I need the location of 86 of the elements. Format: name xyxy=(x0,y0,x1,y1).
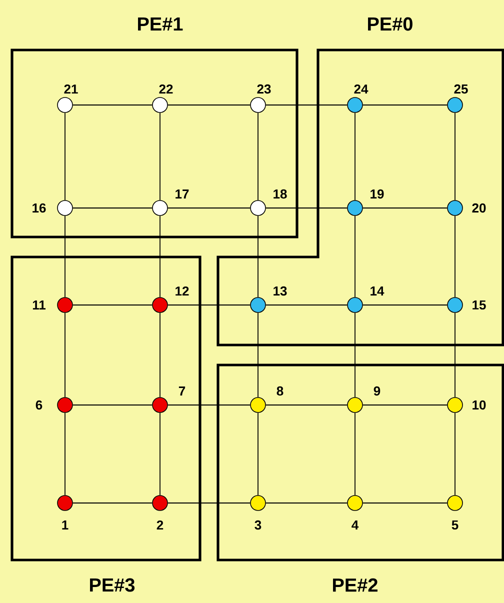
node-number: 13 xyxy=(274,286,287,296)
grid-circle xyxy=(57,200,73,216)
grid-circle xyxy=(447,200,463,216)
grid-line xyxy=(454,412,456,496)
grid-line xyxy=(64,312,66,398)
node-number: 18 xyxy=(274,189,287,199)
node-number: 4 xyxy=(352,520,359,530)
grid-line xyxy=(362,404,448,406)
node-number: 14 xyxy=(370,286,384,296)
grid-line xyxy=(265,104,348,106)
grid-line xyxy=(64,215,66,298)
grid-circle xyxy=(347,397,363,413)
grid-circle xyxy=(57,397,73,413)
grid-circle xyxy=(152,200,168,216)
grid-circle xyxy=(447,495,463,511)
grid-line xyxy=(64,112,66,201)
grid-circle xyxy=(250,97,266,113)
node-number: 20 xyxy=(472,203,486,213)
grid-line xyxy=(265,502,348,504)
grid-line xyxy=(354,215,356,298)
grid-line xyxy=(72,502,153,504)
grid-line xyxy=(265,304,348,306)
grid-circle xyxy=(152,97,168,113)
node-number: 22 xyxy=(159,84,173,94)
region-outline xyxy=(10,48,298,238)
node-number: 16 xyxy=(32,203,46,213)
grid-circle xyxy=(447,397,463,413)
region-outline xyxy=(10,256,202,562)
grid-line xyxy=(454,112,456,201)
region-label: PE#0 xyxy=(368,17,412,31)
grid-circle xyxy=(57,97,73,113)
node-number: 17 xyxy=(176,190,189,198)
node-number: 5 xyxy=(452,520,458,530)
region-label: PE#3 xyxy=(90,578,135,592)
grid-circle xyxy=(152,397,168,413)
grid-line xyxy=(362,104,448,106)
grid-line xyxy=(167,304,251,306)
grid-circle xyxy=(250,495,266,511)
grid-line xyxy=(72,304,153,306)
grid-circle xyxy=(447,297,463,313)
grid-circle xyxy=(250,397,266,413)
node-number: 2 xyxy=(156,520,164,530)
grid-circle xyxy=(250,297,266,313)
node-number: 11 xyxy=(32,300,46,310)
node-number: 25 xyxy=(454,84,468,94)
grid-circle xyxy=(152,495,168,511)
grid-circle xyxy=(347,495,363,511)
grid-line xyxy=(362,304,448,306)
region-label: PE#1 xyxy=(138,17,183,31)
node-number: 8 xyxy=(276,386,284,396)
node-number: 1 xyxy=(62,520,68,530)
node-number: 10 xyxy=(472,400,486,410)
region-outline xyxy=(216,48,504,346)
grid-line xyxy=(454,312,456,398)
grid-circle xyxy=(347,97,363,113)
grid-circle xyxy=(57,495,73,511)
grid-line xyxy=(265,404,348,406)
grid-circle xyxy=(250,200,266,216)
grid-circle xyxy=(57,297,73,313)
node-number: 6 xyxy=(36,400,42,410)
region-outline xyxy=(216,364,504,562)
node-number: 19 xyxy=(370,189,384,199)
region-label: PE#2 xyxy=(333,578,378,592)
grid-circle xyxy=(347,200,363,216)
grid-line xyxy=(72,404,153,406)
node-number: 23 xyxy=(257,84,271,94)
node-number: 21 xyxy=(64,84,78,94)
grid-line xyxy=(454,215,456,298)
grid-line xyxy=(72,104,153,106)
grid-line xyxy=(64,412,66,496)
grid-line xyxy=(167,104,251,106)
grid-circle xyxy=(347,297,363,313)
node-number: 3 xyxy=(254,520,262,530)
grid-line xyxy=(167,404,251,406)
grid-circle xyxy=(152,297,168,313)
grid-line xyxy=(354,112,356,201)
grid-line xyxy=(354,312,356,398)
grid-line xyxy=(167,502,251,504)
node-number: 12 xyxy=(176,286,189,296)
node-number: 9 xyxy=(374,386,380,396)
node-number: 24 xyxy=(354,84,368,94)
grid-line xyxy=(354,412,356,496)
node-number: 7 xyxy=(178,386,186,396)
grid-circle xyxy=(447,97,463,113)
grid-line xyxy=(362,502,448,504)
node-number: 15 xyxy=(472,300,486,310)
